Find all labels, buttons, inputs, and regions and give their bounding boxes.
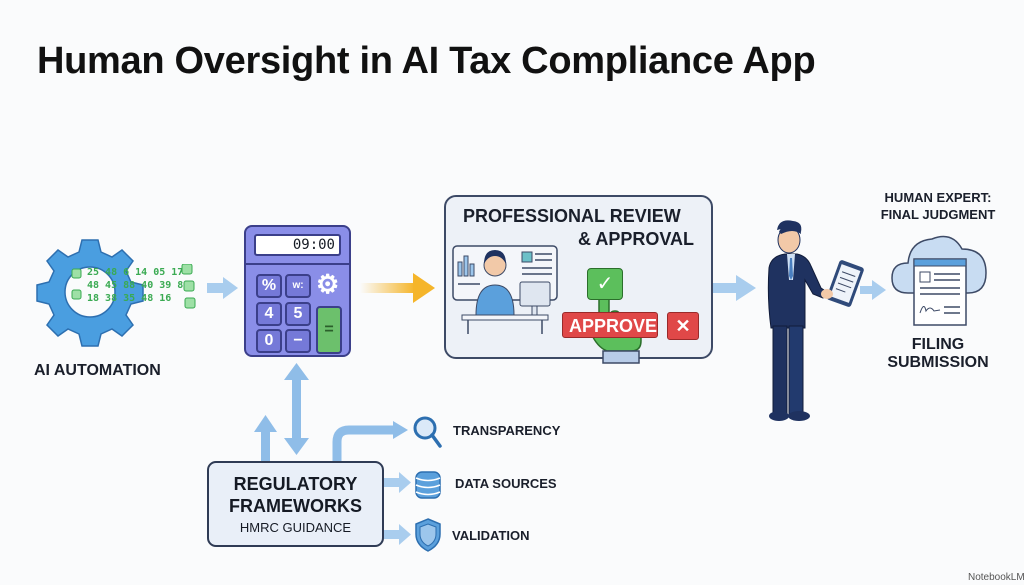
calculator-icon: 09:00 % w: ⚙ 4 5 0 − = [244, 225, 351, 357]
arrow-expert-to-filing [860, 280, 886, 300]
arrow-up-regulatory [254, 415, 277, 461]
review-title-line2: & APPROVAL [578, 229, 695, 249]
key-equals: = [316, 306, 342, 354]
check-icon: ✓ [587, 268, 623, 300]
key-minus: − [285, 329, 311, 353]
filing-line2: SUBMISSION [887, 354, 989, 371]
human-expert-figure [767, 220, 864, 421]
regulatory-subtitle: HMRC GUIDANCE [239, 520, 352, 535]
data-row: 48 45 88 40 39 8 [87, 280, 184, 291]
data-stream: 25 48 6 14 05 17 48 45 88 40 39 8 18 38 … [72, 266, 183, 305]
validation-label: VALIDATION [452, 528, 530, 543]
calculator-display: 09:00 [254, 234, 341, 256]
key-4: 4 [256, 302, 282, 326]
double-arrow-calc-regulatory [284, 363, 309, 455]
gear-icon: ⚙ [316, 269, 340, 299]
arrow-review-to-expert [713, 275, 756, 301]
x-icon: ✕ [675, 316, 691, 336]
human-expert-line1: HUMAN EXPERT: [884, 190, 992, 205]
human-expert-line2: FINAL JUDGMENT [880, 207, 996, 222]
approve-button[interactable]: APPROVE [562, 312, 658, 338]
data-row: 18 38 35 48 16 [87, 293, 172, 304]
arrow-calculator-to-review [360, 273, 435, 303]
check-badges [71, 264, 196, 309]
reviewer-at-desk-illustration [452, 245, 558, 334]
arrow-to-transparency [332, 425, 395, 461]
ai-automation-label: AI AUTOMATION [34, 362, 161, 379]
review-title-line1: PROFESSIONAL REVIEW [463, 206, 681, 226]
magnifier-icon [413, 416, 442, 448]
data-row: 25 48 6 14 05 17 [87, 267, 184, 278]
key-0: 0 [256, 329, 282, 353]
filing-line1: FILING [911, 336, 965, 353]
filing-submission-label: FILING SUBMISSION [878, 336, 998, 372]
regulatory-title-line2: FRAMEWORKS [229, 496, 362, 516]
key-func: w: [285, 274, 311, 298]
page-title: Human Oversight in AI Tax Compliance App [37, 40, 816, 82]
watermark: NotebookLM [968, 572, 1024, 583]
shield-icon [415, 518, 441, 552]
arrow-to-validation [383, 524, 411, 545]
reject-button[interactable]: ✕ [667, 312, 699, 340]
regulatory-title-line1: REGULATORY [233, 474, 358, 494]
gear-icon [36, 239, 144, 347]
data-sources-label: DATA SOURCES [455, 476, 557, 491]
database-icon [415, 471, 441, 499]
arrow-to-data-sources [383, 472, 411, 493]
cloud-document-icon [891, 235, 987, 326]
transparency-label: TRANSPARENCY [453, 423, 561, 438]
regulatory-frameworks-box: REGULATORY FRAMEWORKS HMRC GUIDANCE [207, 461, 384, 547]
key-5: 5 [285, 302, 311, 326]
key-percent: % [256, 274, 282, 298]
arrow-gear-to-calculator [207, 277, 238, 299]
human-expert-label: HUMAN EXPERT: FINAL JUDGMENT [872, 189, 1004, 223]
